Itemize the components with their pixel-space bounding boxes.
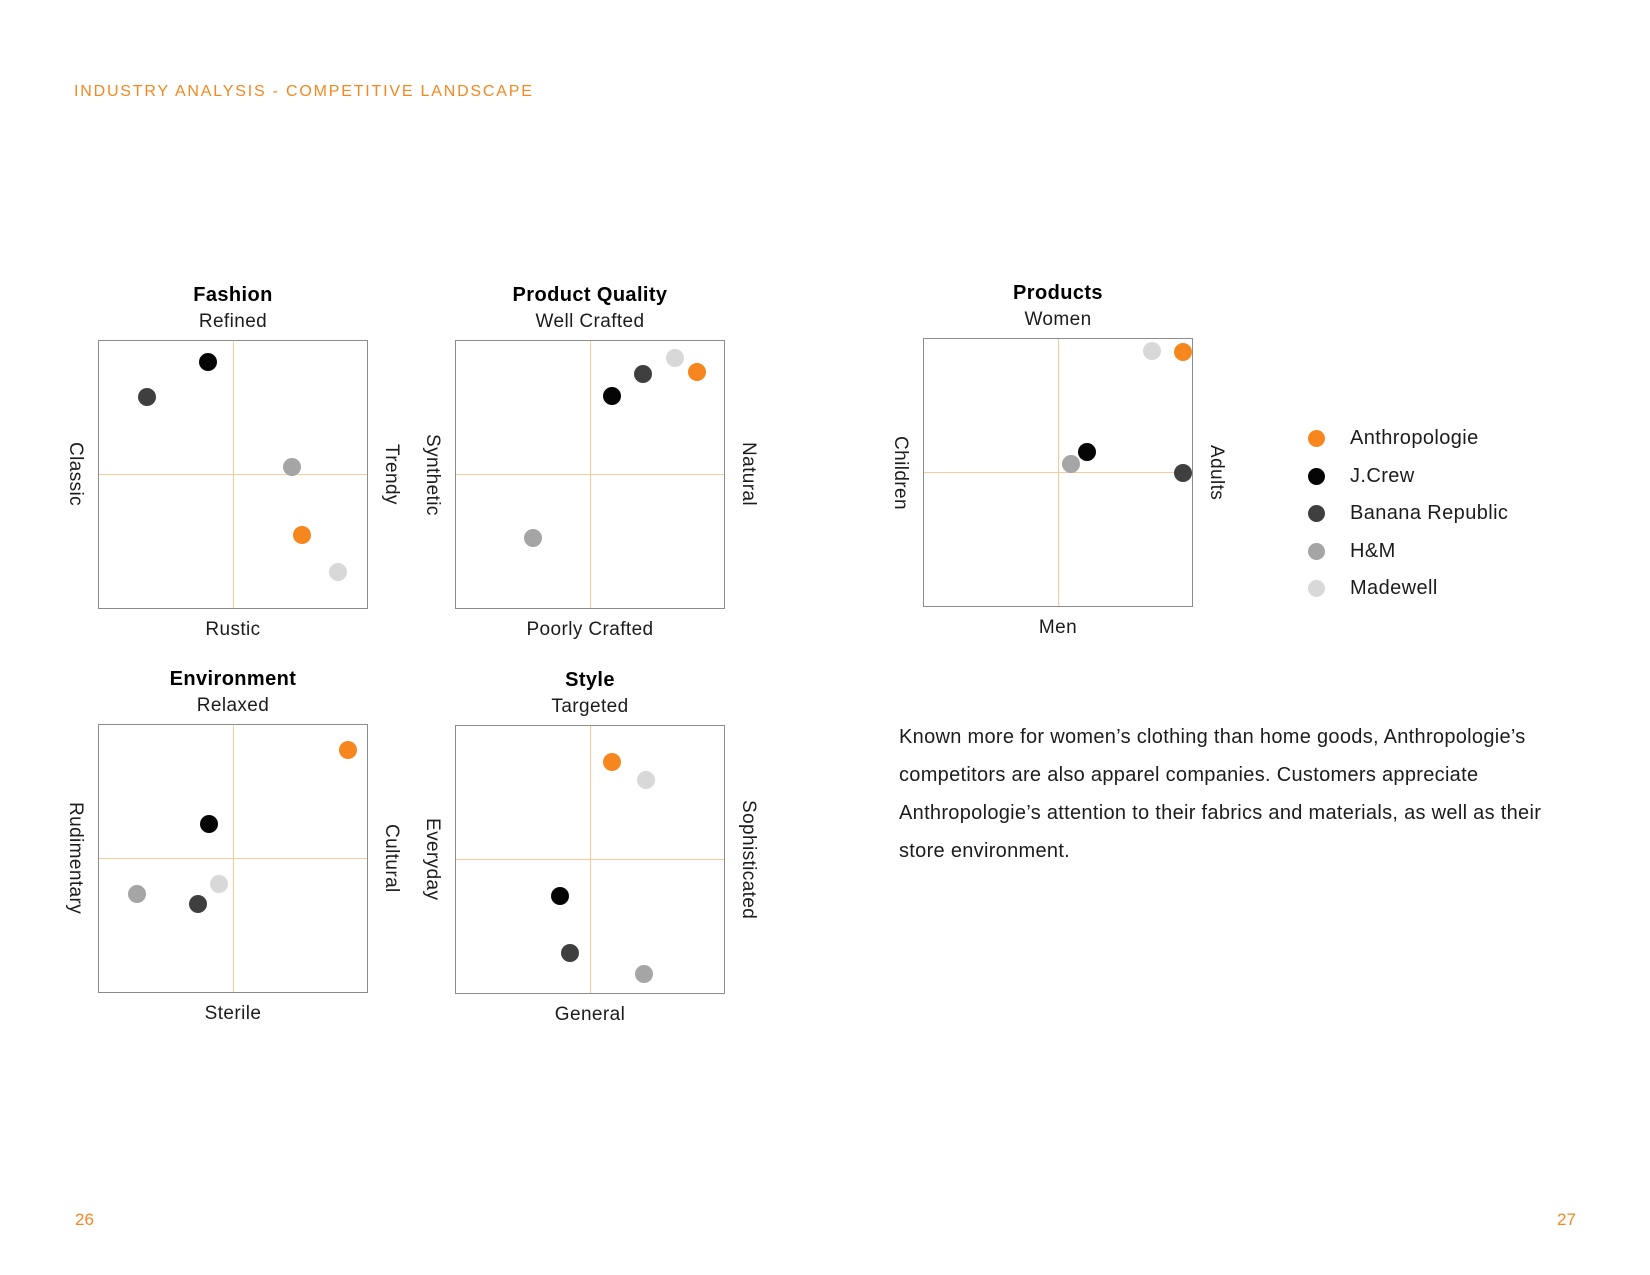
- chart-title: Style: [565, 669, 615, 691]
- legend-row-madewell: Madewell: [1308, 577, 1508, 599]
- data-point-banana-republic: [634, 365, 653, 384]
- chart-environment: Environment Relaxed Rudimentary Cultural…: [65, 668, 402, 1024]
- paragraph-line: competitors are also apparel companies. …: [899, 764, 1479, 786]
- legend-row-j-crew: J.Crew: [1308, 464, 1508, 487]
- chart-title: Environment: [169, 668, 297, 690]
- chart-products: Products Women Children Adults Men: [890, 282, 1227, 638]
- axis-label-top: Targeted: [551, 696, 629, 717]
- legend-label: Madewell: [1350, 577, 1438, 599]
- data-point-anthropologie: [339, 741, 358, 760]
- data-point-banana-republic: [189, 894, 208, 913]
- axis-label-top: Well Crafted: [535, 311, 645, 332]
- data-point-anthropologie: [1173, 343, 1192, 362]
- paragraph-line: store environment.: [899, 840, 1071, 862]
- chart-title: Product Quality: [512, 284, 668, 306]
- data-point-h-m: [283, 457, 302, 476]
- chart-title: Products: [1013, 282, 1103, 304]
- data-point-j-crew: [550, 887, 569, 906]
- axis-label-bottom: Men: [1038, 617, 1078, 638]
- data-point-h-m: [128, 884, 147, 903]
- axis-label-left: Children: [890, 435, 911, 510]
- plot-area: [98, 340, 368, 609]
- crosshair-horizontal-line: [924, 472, 1192, 473]
- data-point-h-m: [1061, 454, 1080, 473]
- axis-label-left: Everyday: [422, 818, 443, 901]
- plot-area: [455, 725, 725, 994]
- axis-label-left: Classic: [65, 442, 86, 507]
- legend-dot-madewell: [1308, 580, 1325, 597]
- axis-label-top: Women: [1024, 309, 1092, 330]
- legend-row-anthropologie: Anthropologie: [1308, 427, 1508, 449]
- page-number-left: 26: [75, 1210, 94, 1229]
- chart-title: Fashion: [193, 284, 273, 306]
- axis-label-bottom: Poorly Crafted: [526, 619, 654, 640]
- axis-label-right: Cultural: [381, 824, 402, 893]
- plot-area: [923, 338, 1193, 607]
- legend-label: J.Crew: [1350, 464, 1415, 487]
- axis-label-right: Adults: [1206, 444, 1227, 501]
- crosshair-horizontal-line: [456, 474, 724, 475]
- data-point-j-crew: [603, 387, 622, 406]
- axis-label-right: Sophisticated: [738, 799, 759, 920]
- axis-label-bottom: General: [554, 1004, 626, 1025]
- data-point-banana-republic: [1174, 464, 1193, 483]
- legend-row-banana-republic: Banana Republic: [1308, 502, 1509, 524]
- data-point-h-m: [523, 528, 542, 547]
- legend-dot-anthropologie: [1308, 430, 1325, 447]
- legend-dot-banana-republic: [1308, 505, 1325, 522]
- axis-label-right: Trendy: [381, 444, 402, 505]
- chart-fashion: Fashion Refined Classic Trendy Rustic: [65, 284, 402, 640]
- chart-style: Style Targeted Everyday Sophisticated Ge…: [422, 669, 759, 1025]
- data-point-anthropologie: [293, 525, 312, 544]
- data-point-madewell: [1142, 342, 1161, 361]
- crosshair-horizontal-line: [99, 858, 367, 859]
- data-point-banana-republic: [560, 944, 579, 963]
- crosshair-horizontal-line: [99, 474, 367, 475]
- axis-label-left: Synthetic: [422, 433, 443, 516]
- page-header: INDUSTRY ANALYSIS - COMPETITIVE LANDSCAP…: [74, 83, 534, 100]
- plot-area: [455, 340, 725, 609]
- legend-row-h-m: H&M: [1308, 539, 1508, 562]
- body-paragraph: Known more for women’s clothing than hom…: [899, 718, 1599, 870]
- data-point-j-crew: [1078, 443, 1097, 462]
- axis-label-right: Natural: [738, 442, 759, 507]
- axis-label-bottom: Sterile: [204, 1003, 262, 1024]
- plot-area: [98, 724, 368, 993]
- data-point-j-crew: [199, 815, 218, 834]
- data-point-anthropologie: [688, 362, 707, 381]
- legend-dot-j-crew: [1308, 467, 1325, 485]
- data-point-madewell: [665, 349, 684, 368]
- data-point-anthropologie: [602, 752, 621, 771]
- axis-label-bottom: Rustic: [205, 619, 261, 640]
- data-point-madewell: [637, 771, 656, 790]
- data-point-madewell: [210, 875, 229, 894]
- axis-label-top: Refined: [198, 311, 268, 332]
- legend-label: Anthropologie: [1350, 427, 1479, 449]
- data-point-madewell: [329, 562, 348, 581]
- crosshair-horizontal-line: [456, 859, 724, 860]
- page-number-right: 27: [1557, 1210, 1576, 1229]
- axis-label-top: Relaxed: [196, 695, 270, 716]
- legend-label: Banana Republic: [1350, 502, 1509, 524]
- legend-label: H&M: [1350, 539, 1396, 562]
- legend-dot-h-m: [1308, 542, 1325, 560]
- data-point-j-crew: [199, 352, 218, 371]
- paragraph-line: Anthropologie’s attention to their fabri…: [899, 802, 1542, 824]
- data-point-h-m: [634, 965, 653, 984]
- chart-product-quality: Product Quality Well Crafted Synthetic N…: [422, 284, 759, 640]
- paragraph-line: Known more for women’s clothing than hom…: [899, 726, 1526, 748]
- axis-label-left: Rudimentary: [65, 802, 86, 915]
- data-point-banana-republic: [138, 387, 157, 406]
